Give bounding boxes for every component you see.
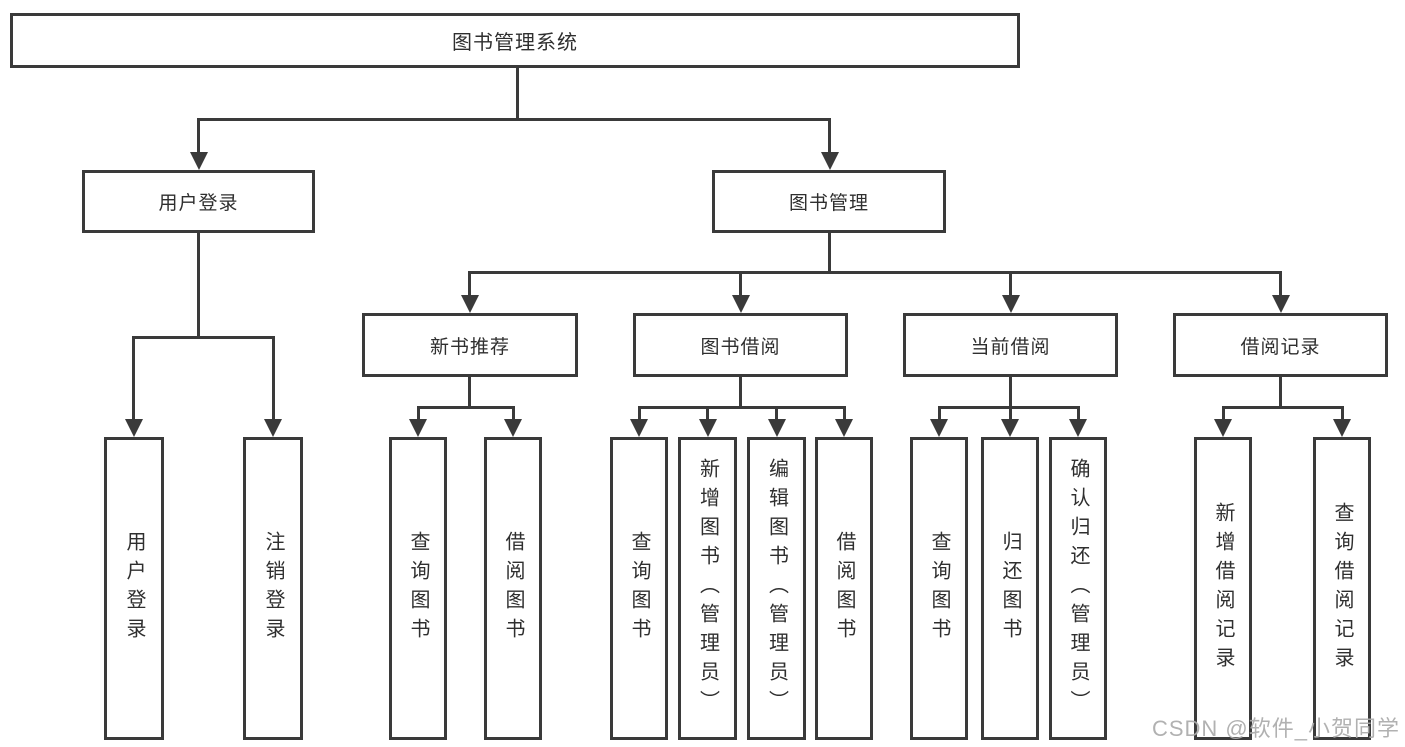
- node-label: 当前借阅: [970, 336, 1051, 358]
- edge-vline: [843, 406, 846, 420]
- node-leaf-query-borrow-record: 查询借阅记录: [1313, 437, 1371, 740]
- node-book-borrow: 图书借阅: [633, 313, 848, 377]
- edge-vline: [417, 406, 420, 420]
- edge-vline: [828, 233, 831, 271]
- arrow-down-icon: [732, 295, 750, 313]
- arrow-down-icon: [1333, 419, 1351, 437]
- edge-vline: [706, 406, 709, 420]
- edge-vline: [1009, 406, 1012, 420]
- edge-hline: [468, 271, 1282, 274]
- node-label: 新增图书（管理员）: [696, 458, 719, 719]
- node-user-login: 用户登录: [82, 170, 315, 233]
- edge-vline: [272, 336, 275, 420]
- edge-vline: [197, 118, 200, 154]
- node-label: 新书推荐: [429, 336, 510, 358]
- node-leaf-query-books-3: 查询图书: [910, 437, 968, 740]
- csdn-watermark: CSDN @软件_小贺同学: [1151, 716, 1400, 741]
- edge-vline: [1077, 406, 1080, 420]
- edge-vline: [739, 271, 742, 297]
- edge-vline: [516, 68, 519, 118]
- arrow-down-icon: [930, 419, 948, 437]
- arrow-down-icon: [1069, 419, 1087, 437]
- node-leaf-user-login: 用户登录: [104, 437, 164, 740]
- node-leaf-query-books-2: 查询图书: [610, 437, 668, 740]
- arrow-down-icon: [1002, 295, 1020, 313]
- node-label: 确认归还（管理员）: [1067, 458, 1089, 719]
- node-library-system: 图书管理系统: [10, 13, 1020, 68]
- node-label: 查询图书: [928, 530, 950, 647]
- arrow-down-icon: [1272, 295, 1290, 313]
- edge-vline: [132, 336, 135, 420]
- edge-hline: [132, 336, 275, 339]
- node-current-borrow: 当前借阅: [903, 313, 1118, 377]
- edge-vline: [938, 406, 941, 420]
- arrow-down-icon: [264, 419, 282, 437]
- node-leaf-add-books-admin: 新增图书（管理员）: [678, 437, 737, 740]
- arrow-down-icon: [821, 152, 839, 170]
- node-leaf-logout-login: 注销登录: [243, 437, 303, 740]
- edge-vline: [828, 118, 831, 154]
- edge-vline: [512, 406, 515, 420]
- arrow-down-icon: [504, 419, 522, 437]
- arrow-down-icon: [1001, 419, 1019, 437]
- node-leaf-confirm-return-admin: 确认归还（管理员）: [1049, 437, 1107, 740]
- edge-vline: [1341, 406, 1344, 420]
- arrow-down-icon: [125, 419, 143, 437]
- node-label: 图书管理: [788, 193, 869, 214]
- node-borrow-records: 借阅记录: [1173, 313, 1388, 377]
- node-label: 编辑图书（管理员）: [765, 458, 788, 719]
- node-leaf-borrow-books-2: 借阅图书: [815, 437, 873, 740]
- edge-vline: [1222, 406, 1225, 420]
- node-leaf-query-books-1: 查询图书: [389, 437, 447, 740]
- edge-vline: [468, 271, 471, 297]
- node-label: 查询图书: [628, 530, 650, 647]
- arrow-down-icon: [768, 419, 786, 437]
- edge-vline: [775, 406, 778, 420]
- edge-vline: [1279, 377, 1282, 406]
- node-label: 用户登录: [158, 193, 239, 214]
- edge-vline: [197, 233, 200, 336]
- node-leaf-add-borrow-record: 新增借阅记录: [1194, 437, 1252, 740]
- arrow-down-icon: [630, 419, 648, 437]
- edge-hline: [638, 406, 846, 409]
- edge-vline: [739, 377, 742, 406]
- edge-vline: [1009, 377, 1012, 406]
- node-leaf-borrow-books-1: 借阅图书: [484, 437, 542, 740]
- edge-hline: [1222, 406, 1344, 409]
- arrow-down-icon: [461, 295, 479, 313]
- edge-vline: [468, 377, 471, 406]
- node-label: 图书管理系统: [452, 32, 578, 54]
- arrow-down-icon: [835, 419, 853, 437]
- node-label: 查询借阅记录: [1331, 501, 1353, 676]
- node-label: 借阅记录: [1240, 336, 1321, 358]
- edge-vline: [638, 406, 641, 420]
- arrow-down-icon: [190, 152, 208, 170]
- node-label: 归还图书: [999, 530, 1021, 647]
- edge-vline: [1279, 271, 1282, 297]
- node-new-book-recommend: 新书推荐: [362, 313, 578, 377]
- node-label: 注销登录: [262, 530, 284, 647]
- edge-hline: [197, 118, 831, 121]
- edge-vline: [1009, 271, 1012, 297]
- node-label: 查询图书: [407, 530, 429, 647]
- node-leaf-return-books: 归还图书: [981, 437, 1039, 740]
- arrow-down-icon: [1214, 419, 1232, 437]
- node-leaf-edit-books-admin: 编辑图书（管理员）: [747, 437, 806, 740]
- node-label: 新增借阅记录: [1212, 501, 1234, 676]
- node-label: 用户登录: [123, 530, 145, 647]
- node-label: 借阅图书: [833, 530, 855, 647]
- node-label: 借阅图书: [502, 530, 524, 647]
- arrow-down-icon: [409, 419, 427, 437]
- edge-hline: [417, 406, 515, 409]
- node-label: 图书借阅: [700, 336, 781, 358]
- node-book-management: 图书管理: [712, 170, 946, 233]
- arrow-down-icon: [699, 419, 717, 437]
